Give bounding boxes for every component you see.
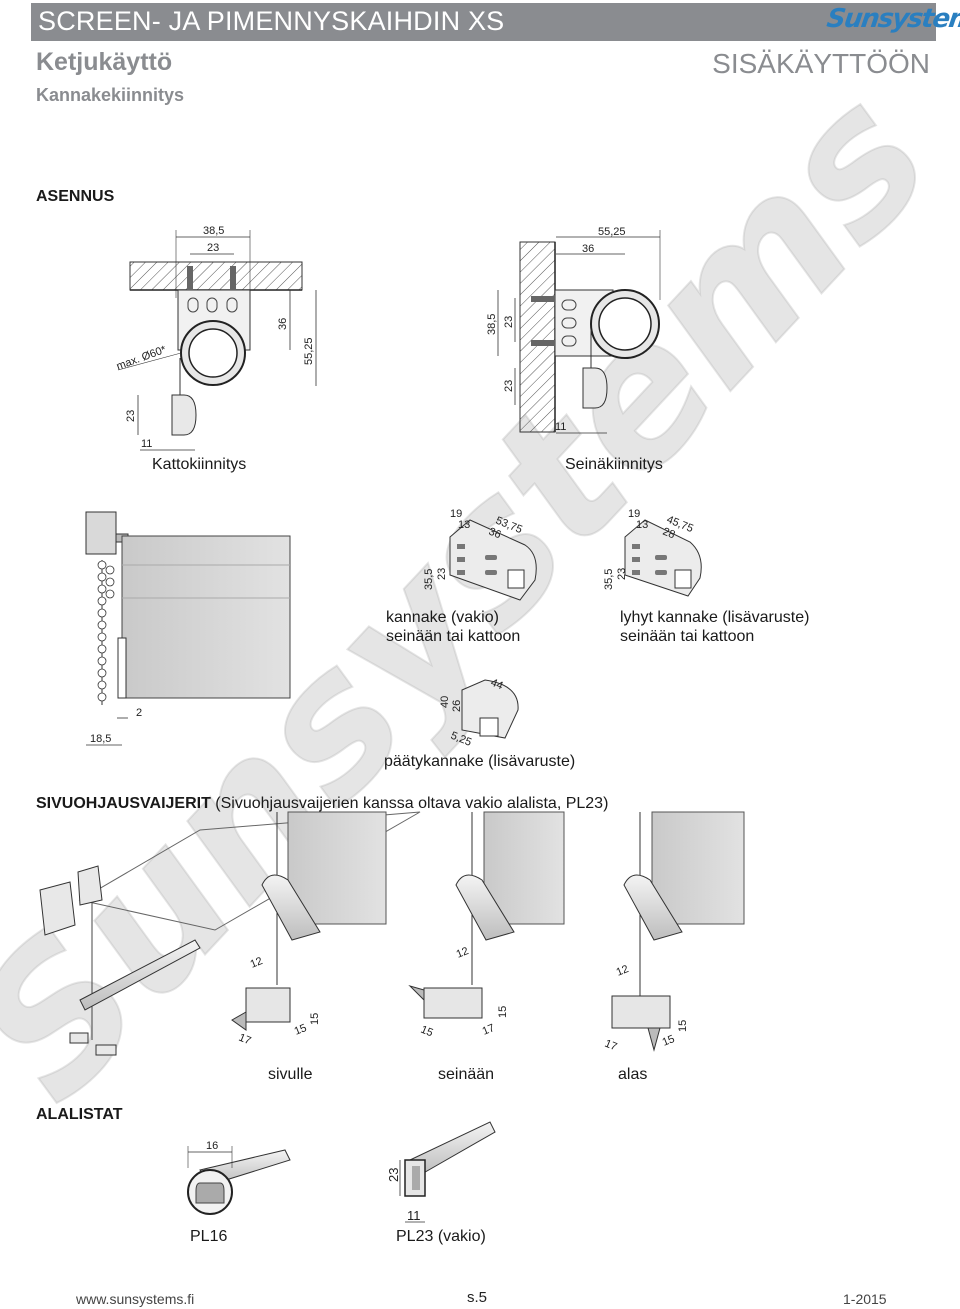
dim-end-2: 40 <box>439 696 451 708</box>
usage-label: SISÄKÄYTTÖÖN <box>712 48 930 79</box>
dim-end-1: 44 <box>489 677 505 693</box>
guide3-dim-c: 15 <box>661 1033 677 1049</box>
dim-ceiling-weight: 23 <box>125 410 137 422</box>
guide1-dim-a: 12 <box>249 955 265 971</box>
guide2-dim-c: 17 <box>481 1022 497 1038</box>
dim-ceiling-width: 38,5 <box>203 225 224 237</box>
end-bracket-caption: päätykannake (lisävaruste) <box>384 753 576 770</box>
dim-ceiling-offset: 11 <box>141 438 152 450</box>
rail-pl16-drawing: 16 <box>187 1140 291 1215</box>
side-guides-heading: SIVUOHJAUSVAIJERIT (Sivuohjausvaijerien … <box>36 794 608 813</box>
short-bracket-drawing: 19 13 45,75 28 35,5 23 <box>603 508 702 597</box>
pl16-label: PL16 <box>190 1228 228 1245</box>
dim-std-2: 13 <box>458 519 470 531</box>
rail-pl23-drawing: 23 11 <box>386 1121 496 1223</box>
wall-mount-drawing: 55,25 36 38,5 23 23 11 <box>486 226 661 434</box>
dim-blind-gap: 2 <box>136 707 142 719</box>
end-bracket-drawing: 44 40 26 5,25 <box>439 677 519 749</box>
assembly-heading: ASENNUS <box>36 188 115 205</box>
guide1-dim-b: 17 <box>237 1032 253 1048</box>
operation-type: Ketjukäyttö <box>36 48 173 76</box>
footer-website[interactable]: www.sunsystems.fi <box>76 1291 195 1307</box>
document-title: SCREEN- JA PIMENNYSKAIHDIN XS <box>38 6 505 36</box>
dim-ceiling-screws: 23 <box>207 242 219 254</box>
side-guides-heading-rest: (Sivuohjausvaijerien kanssa oltava vakio… <box>210 795 609 812</box>
dim-blind-depth: 18,5 <box>90 733 111 745</box>
dim-wall-height-2: 23 <box>503 316 515 328</box>
guide1-dim-d: 15 <box>309 1013 321 1025</box>
side-guide-option-1: 12 17 15 15 <box>231 811 387 1048</box>
dim-wall-offset: 11 <box>555 421 566 433</box>
dim-pl23-height: 23 <box>386 1168 401 1182</box>
dim-std-5: 35,5 <box>423 569 435 590</box>
ceiling-mount-caption: Kattokiinnitys <box>152 456 247 473</box>
ceiling-mount-drawing: 38,5 23 36 55,25 max. Ø60* 23 11 <box>115 225 317 451</box>
side-guide-perspective <box>39 811 421 1056</box>
header-bar: SCREEN- JA PIMENNYSKAIHDIN XS Sunsystems <box>31 3 960 41</box>
dim-end-3: 26 <box>451 700 463 712</box>
short-bracket-caption-2: seinään tai kattoon <box>620 628 755 645</box>
guide-option-wall-label: seinään <box>438 1066 495 1083</box>
guide2-dim-b: 15 <box>419 1024 435 1040</box>
pl23-label: PL23 (vakio) <box>396 1228 486 1245</box>
bottom-rails-heading: ALALISTAT <box>36 1106 123 1123</box>
guide1-dim-c: 15 <box>293 1022 309 1038</box>
guide-option-down-label: alas <box>618 1066 648 1083</box>
short-bracket-caption-1: lyhyt kannake (lisävaruste) <box>620 609 810 626</box>
dim-short-4: 28 <box>661 526 677 542</box>
dim-pl16: 16 <box>206 1140 218 1152</box>
guide3-dim-b: 17 <box>603 1038 619 1054</box>
guide-option-side-label: sivulle <box>268 1066 313 1083</box>
guide3-dim-a: 12 <box>615 963 631 979</box>
guide2-dim-d: 15 <box>497 1006 509 1018</box>
dim-std-4: 36 <box>487 526 503 542</box>
standard-bracket-caption-2: seinään tai kattoon <box>386 628 521 645</box>
wall-mount-caption: Seinäkiinnitys <box>565 456 663 473</box>
mounting-type: Kannakekiinnitys <box>36 85 185 105</box>
standard-bracket-caption-1: kannake (vakio) <box>386 609 499 626</box>
footer-page-number: s.5 <box>467 1289 488 1306</box>
dim-wall-weight: 23 <box>503 380 515 392</box>
dim-short-1: 19 <box>628 508 640 520</box>
dim-wall-height-1: 38,5 <box>486 314 498 335</box>
dim-wall-width: 55,25 <box>598 226 626 238</box>
dim-pl23-width: 11 <box>407 1208 421 1223</box>
guide3-dim-d: 15 <box>677 1020 689 1032</box>
side-guides-heading-bold: SIVUOHJAUSVAIJERIT <box>36 795 211 812</box>
dim-short-2: 13 <box>636 519 648 531</box>
dim-ceiling-height-1: 36 <box>277 318 289 330</box>
dim-std-6: 23 <box>436 568 448 580</box>
footer-date: 1-2015 <box>843 1291 887 1307</box>
side-guide-option-3: 12 17 15 15 <box>603 811 745 1054</box>
side-guide-option-2: 12 15 17 15 <box>408 811 565 1040</box>
dim-short-6: 23 <box>616 568 628 580</box>
guide2-dim-a: 12 <box>455 945 471 961</box>
dim-std-1: 19 <box>450 508 462 520</box>
dim-ceiling-height-2: 55,25 <box>303 337 315 365</box>
blind-side-view: 2 18,5 <box>85 511 291 746</box>
dim-short-5: 35,5 <box>603 569 615 590</box>
dim-wall-inner: 36 <box>582 243 594 255</box>
